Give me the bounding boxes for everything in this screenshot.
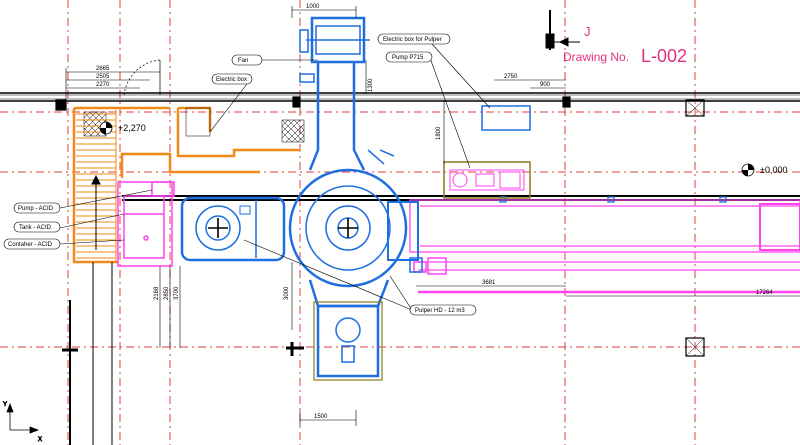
dim-900: 900: [540, 82, 551, 88]
level-upper-text: +2,270: [118, 123, 146, 133]
callout-pump-p715: Pump P715: [385, 51, 433, 63]
level-marker-main: ±0,000: [741, 163, 787, 177]
acid-tank-group: [117, 181, 447, 275]
dim-2750: 2750: [504, 74, 518, 80]
section-letter: J: [584, 24, 591, 39]
dim-2665: 2665: [96, 66, 110, 72]
black-piping: [62, 10, 580, 445]
callout-tank-acid: Tank - ACID: [13, 221, 61, 233]
stair-arrow: [91, 174, 101, 250]
conveyor-magenta: [409, 196, 800, 294]
callout-electric-box: Electric box: [211, 73, 253, 85]
dim-1000: 1000: [306, 4, 320, 10]
level-main-text: ±0,000: [760, 165, 787, 175]
chute-outline: [313, 301, 383, 381]
pump-p715-shape: [443, 161, 531, 199]
electric-boxes: [185, 105, 531, 137]
callout-fan: Fan: [231, 54, 263, 66]
agitator-crosses: [208, 218, 358, 238]
door-swing: [123, 59, 161, 96]
building-wall: [0, 92, 800, 102]
dim-3700: 3700: [174, 286, 180, 300]
ucs-y-label: Y: [3, 402, 7, 408]
drawing-number: L-002: [641, 46, 687, 66]
callout-pump-p715-text: Pump P715: [392, 55, 424, 61]
drawing-label-group: J Drawing No. L-002: [563, 24, 687, 66]
callout-electric-box-pulper: Electric box for Pulper: [377, 33, 451, 45]
dimension-lines: [65, 6, 800, 426]
dim-3681: 3681: [482, 280, 496, 286]
level-marker-upper: +2,270: [99, 121, 146, 135]
dim-2850: 2850: [164, 286, 170, 300]
dim-1300: 1300: [368, 78, 374, 92]
dimension-texts: 1000 2665 2505 2270 1300 2750 900 1800 3…: [96, 4, 773, 420]
callout-container-acid-text: Contaher - ACID: [8, 242, 53, 248]
dim-1800: 1800: [436, 126, 442, 140]
callout-electric-box-text: Electric box: [216, 77, 247, 83]
dim-2505: 2505: [96, 74, 110, 80]
hatch-patches: [83, 111, 305, 143]
pulper-system: [180, 16, 423, 378]
leader-lines: [59, 43, 491, 311]
dim-2168: 2168: [154, 286, 160, 300]
callout-pulper-hd: Pulper HD - 12 m3: [409, 304, 477, 316]
ucs-x-label: X: [38, 437, 42, 443]
callout-tank-acid-text: Tank - ACID: [19, 225, 52, 231]
callout-container-acid: Contaher - ACID: [3, 238, 61, 250]
structural-columns: [55, 96, 705, 357]
dim-17264: 17264: [756, 290, 773, 296]
drawing-no-label: Drawing No.: [563, 50, 629, 64]
callout-electric-box-pulper-text: Electric box for Pulper: [383, 37, 442, 43]
callout-pulper-hd-text: Pulper HD - 12 m3: [415, 308, 465, 314]
dim-3000: 3000: [284, 286, 290, 300]
dim-1500: 1500: [314, 414, 328, 420]
dim-2270: 2270: [96, 82, 110, 88]
callout-fan-text: Fan: [238, 58, 248, 64]
callout-pump-acid: Pump - ACID: [13, 202, 61, 214]
callout-pump-acid-text: Pump - ACID: [18, 206, 54, 212]
ucs-icon: Y X: [3, 402, 43, 444]
